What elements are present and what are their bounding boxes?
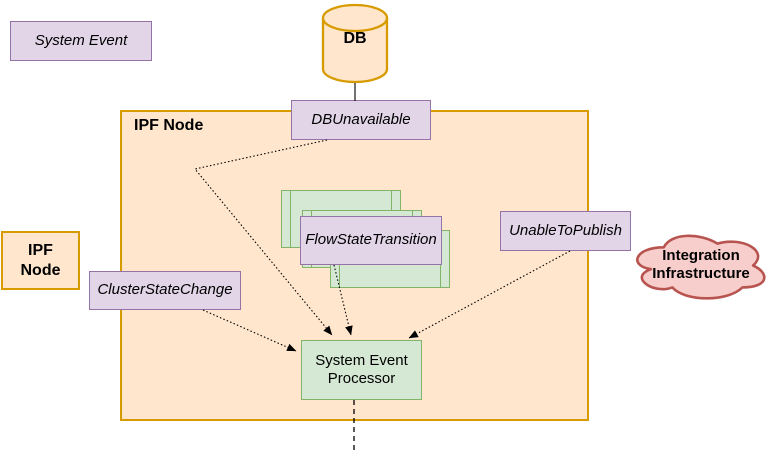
integration-infrastructure-label: Integration Infrastructure: [652, 246, 750, 282]
system-event-processor[interactable]: System Event Processor: [301, 340, 422, 400]
process-bar-left: [290, 191, 292, 247]
ipf-node-legend-label: IPF Node: [20, 241, 61, 279]
ipf-node-legend-box[interactable]: IPF Node: [1, 231, 80, 290]
cluster-state-change-event[interactable]: ClusterStateChange: [89, 271, 241, 310]
db-unavailable-event[interactable]: DBUnavailable: [291, 100, 431, 140]
unable-to-publish-event[interactable]: UnableToPublish: [500, 211, 631, 251]
system-event-legend-box[interactable]: System Event: [10, 21, 152, 61]
db-label: DB: [343, 30, 367, 48]
ipf-node-container-label: IPF Node: [134, 117, 204, 134]
flow-state-transition-event[interactable]: FlowStateTransition: [300, 216, 442, 265]
